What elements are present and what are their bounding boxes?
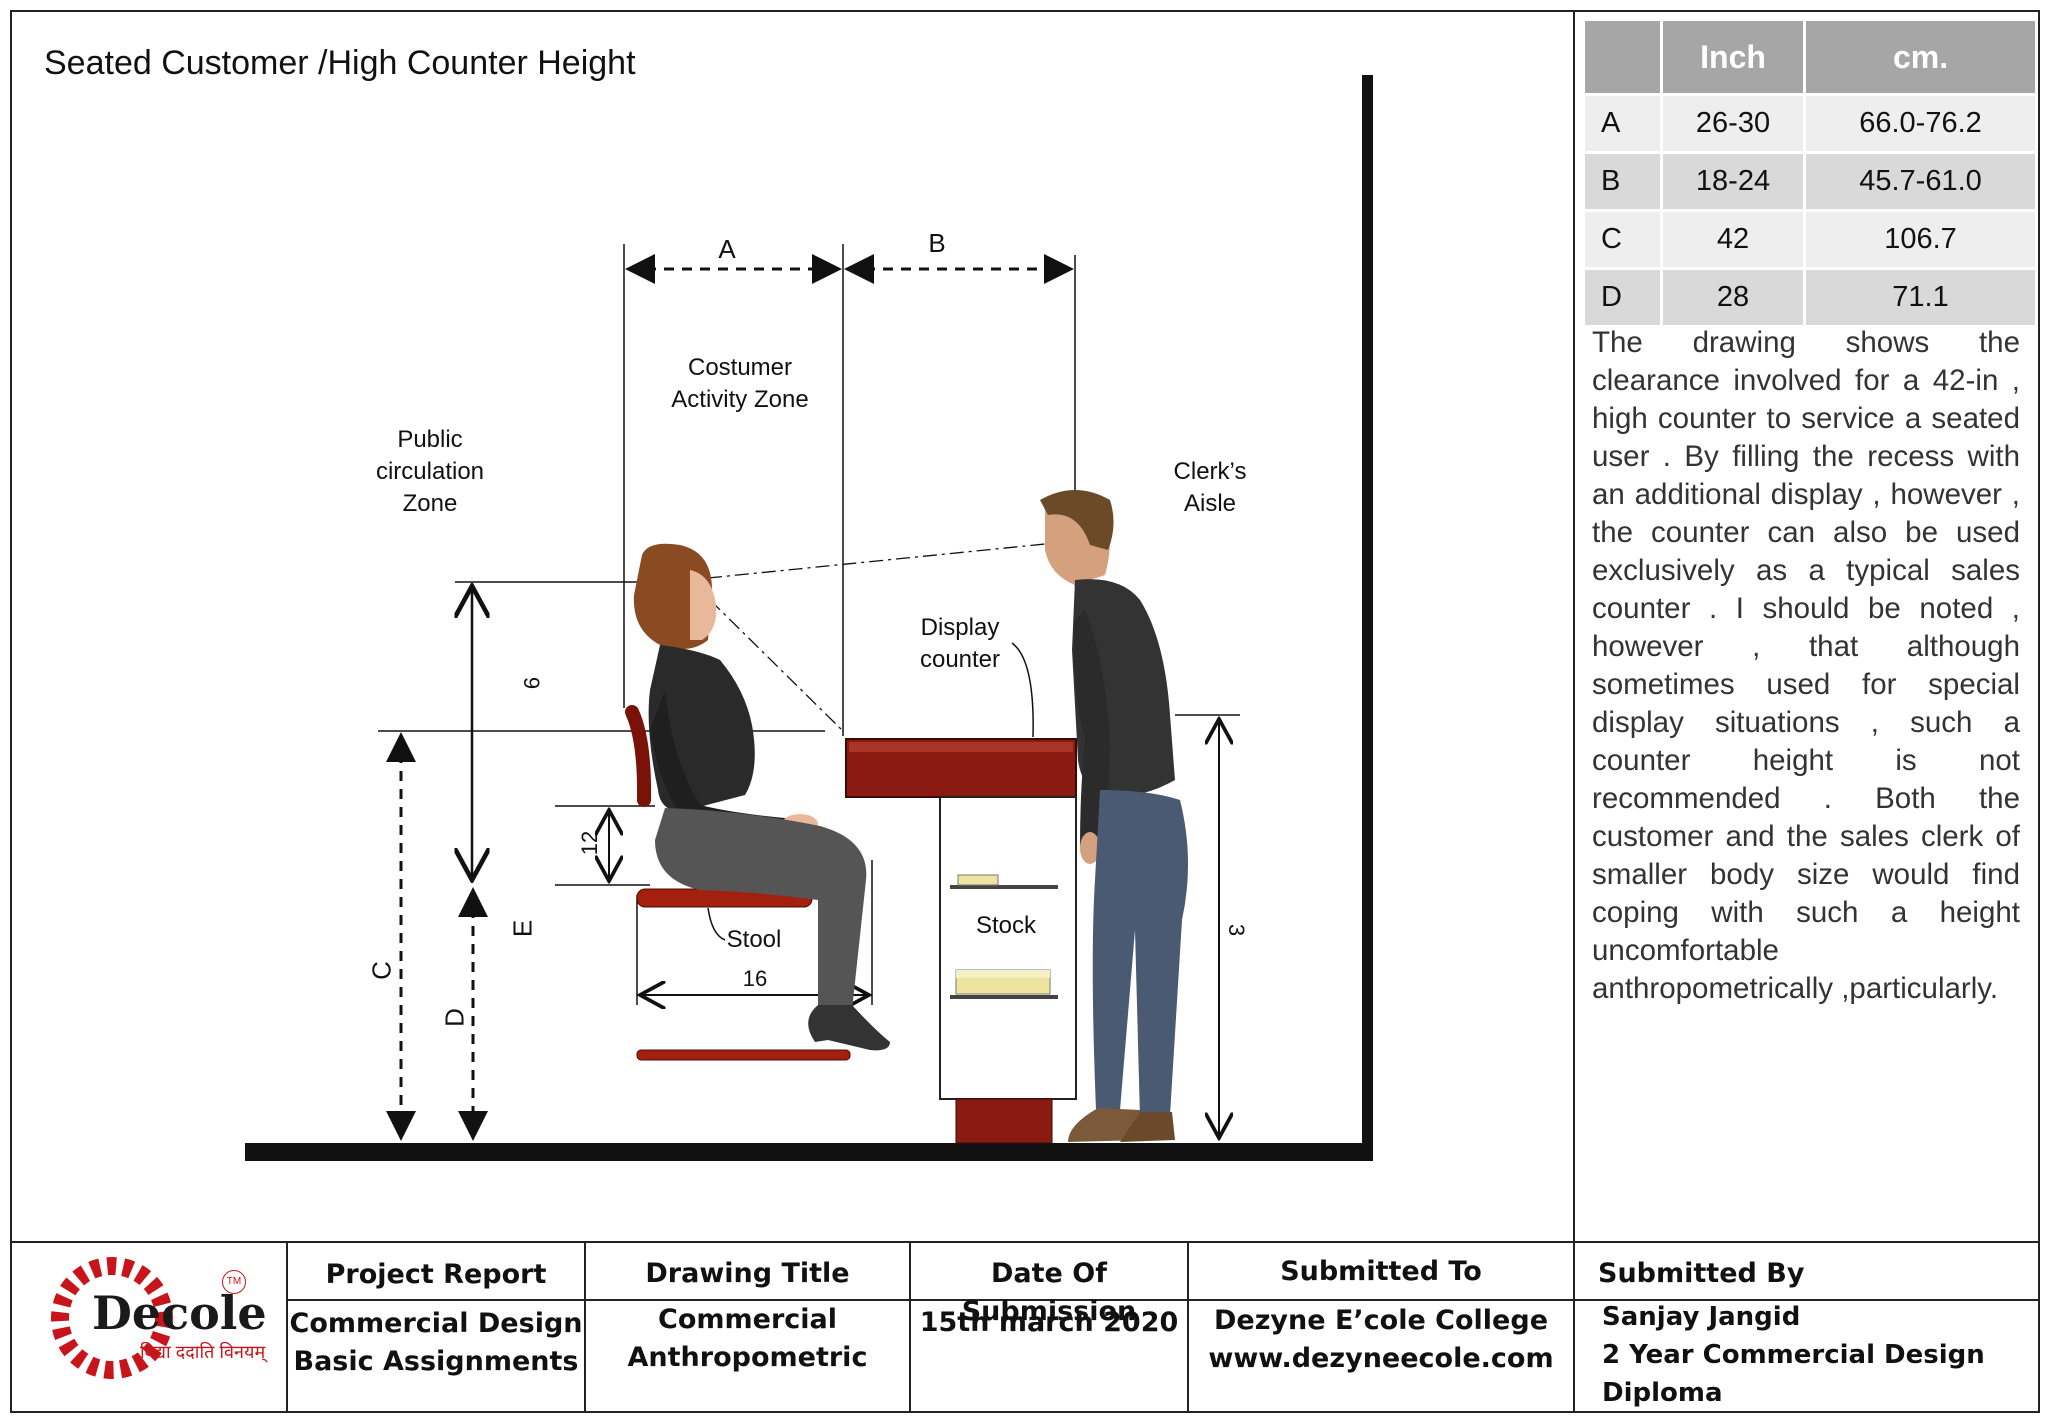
submitted-by-line-1: Sanjay Jangid [1602, 1302, 1801, 1332]
submitted-to-label: Submitted To [1280, 1256, 1482, 1287]
date-value: 15th march 2020 [919, 1307, 1179, 1338]
submitted-to-line-1: Dezyne E’cole College [1213, 1305, 1549, 1336]
clerk-aisle-label: Clerk’s Aisle [1150, 456, 1270, 520]
dim-12-label: 12 [577, 830, 602, 856]
drawing-title-value: Commercial Anthropometric [585, 1301, 910, 1377]
row-inch: 42 [1663, 212, 1804, 267]
public-zone-line-3: Zone [402, 490, 458, 517]
seated-customer [633, 543, 890, 1051]
submitted-by-value: Sanjay Jangid 2 Year Commercial Design D… [1602, 1298, 2032, 1412]
project-report-line-1: Commercial Design [289, 1308, 583, 1339]
dim-d-label: D [439, 1008, 470, 1027]
display-counter-label: Display counter [900, 612, 1020, 676]
table-header-cm: cm. [1806, 21, 2035, 93]
standing-clerk [1040, 490, 1189, 1142]
stock-label: Stock [975, 912, 1037, 939]
dim-e-label: E [507, 919, 538, 938]
table-row: A 26-30 66.0-76.2 [1585, 96, 2035, 151]
activity-zone-label: Costumer Activity Zone [650, 352, 830, 416]
dim-3-label: 3 [1224, 923, 1249, 937]
display-counter-line-2: counter [919, 646, 1001, 673]
decole-logo: Decole विद्या ददाति विनयम् TM [40, 1250, 280, 1400]
activity-zone-line-2: Activity Zone [671, 386, 809, 413]
submitted-to-value: Dezyne E’cole College www.dezyneecole.co… [1188, 1302, 1574, 1378]
logo-tagline: विद्या ददाति विनयम् [140, 1342, 266, 1362]
drawing-title-line-1: Commercial [658, 1304, 837, 1335]
sightline-horizontal [707, 542, 1056, 579]
submitted-to-line-2: www.dezyneecole.com [1208, 1343, 1554, 1374]
submitted-by-label: Submitted By [1598, 1258, 1805, 1289]
submitted-by-line-2: 2 Year Commercial Design [1602, 1340, 1985, 1370]
page-border [10, 10, 2040, 1413]
row-key: A [1585, 96, 1660, 151]
table-header-inch: Inch [1663, 21, 1804, 93]
wall [1362, 75, 1373, 1161]
stool-label: Stool [726, 926, 782, 953]
stool [625, 705, 851, 1061]
drawing-title-label: Drawing Title [645, 1258, 850, 1289]
description-text: The drawing shows the clearance involved… [1592, 326, 2020, 1005]
page-title: Seated Customer /High Counter Height [44, 44, 636, 82]
display-counter [845, 738, 1077, 1144]
table-row: D 28 71.1 [1585, 270, 2035, 325]
date-label: Date Of Submission [961, 1258, 1137, 1327]
logo-mark [51, 1257, 173, 1379]
dim-a-label: A [718, 234, 736, 264]
row-cm: 66.0-76.2 [1806, 96, 2035, 151]
clerk-aisle-line-2: Aisle [1183, 490, 1237, 517]
logo-name: Decole [92, 1286, 267, 1340]
row-inch: 18-24 [1663, 154, 1804, 209]
dim-9-label: 9 [519, 676, 544, 690]
dim-b-label: B [928, 228, 946, 258]
row-cm: 45.7-61.0 [1806, 154, 2035, 209]
display-counter-line-1: Display [920, 614, 1000, 641]
floor [245, 1143, 1373, 1161]
table-row: B 18-24 45.7-61.0 [1585, 154, 2035, 209]
clerk-aisle-line-1: Clerk’s [1173, 458, 1247, 485]
table-row: C 42 106.7 [1585, 212, 2035, 267]
row-key: D [1585, 270, 1660, 325]
table-header-blank [1585, 21, 1660, 93]
row-cm: 106.7 [1806, 212, 2035, 267]
project-report-line-2: Basic Assignments [293, 1346, 579, 1377]
logo-tm: TM [222, 1270, 246, 1294]
row-key: C [1585, 212, 1660, 267]
project-report-value: Commercial Design Basic Assignments [287, 1305, 585, 1381]
row-cm: 71.1 [1806, 270, 2035, 325]
table-header-row: Inch cm. [1585, 21, 2035, 93]
row-inch: 28 [1663, 270, 1804, 325]
public-zone-label: Public circulation Zone [350, 424, 510, 520]
activity-zone-line-1: Costumer [687, 354, 793, 381]
public-zone-line-2: circulation [375, 458, 485, 485]
dimension-table: Inch cm. A 26-30 66.0-76.2 B 18-24 45.7-… [1582, 18, 2038, 328]
project-report-label: Project Report [325, 1259, 547, 1290]
dim-16-label: 16 [742, 966, 768, 991]
sightline-down [709, 599, 844, 732]
public-zone-line-1: Public [397, 426, 463, 453]
dim-c-label: C [366, 961, 397, 980]
drawing-title-line-2: Anthropometric [627, 1342, 868, 1373]
submitted-by-line-3: Diploma [1602, 1378, 1723, 1408]
row-key: B [1585, 154, 1660, 209]
row-inch: 26-30 [1663, 96, 1804, 151]
